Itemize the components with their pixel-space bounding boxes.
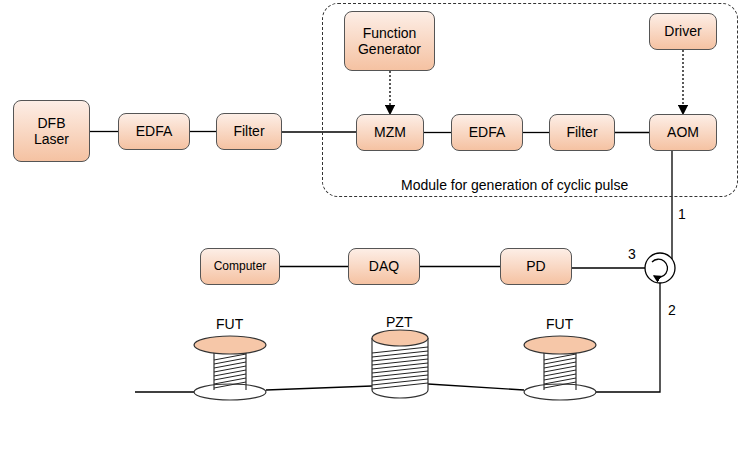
device-box: DAQ bbox=[348, 248, 420, 285]
fiber-link bbox=[282, 131, 356, 132]
box-label: DFB Laser bbox=[20, 115, 83, 147]
fiber-line bbox=[596, 283, 660, 392]
fiber bbox=[135, 150, 672, 392]
device-box: AOM bbox=[649, 114, 717, 151]
spool-flange bbox=[194, 384, 266, 400]
fiber-link bbox=[615, 132, 649, 133]
fut-spool bbox=[524, 336, 596, 400]
pzt-cylinder bbox=[372, 330, 428, 398]
fiber-link bbox=[190, 131, 216, 132]
spool-flange bbox=[194, 336, 266, 354]
device-box: Filter bbox=[549, 114, 615, 151]
cylinder-top bbox=[372, 330, 428, 346]
device-box: PD bbox=[500, 248, 572, 285]
control-signal bbox=[682, 50, 683, 114]
device-box: EDFA bbox=[451, 114, 523, 151]
box-label: PD bbox=[526, 258, 545, 274]
fiber-link bbox=[424, 132, 451, 133]
box-label: Computer bbox=[214, 260, 267, 274]
winding bbox=[372, 383, 428, 389]
circulator bbox=[645, 253, 675, 283]
module-caption: Module for generation of cyclic pulse bbox=[401, 177, 628, 193]
fiber-line bbox=[671, 150, 672, 259]
fiber-link bbox=[280, 266, 348, 267]
fiber-line bbox=[428, 384, 524, 390]
device-box: Filter bbox=[216, 113, 282, 150]
device-box: MZM bbox=[356, 114, 424, 151]
module-region: Module for generation of cyclic pulse Fun… bbox=[322, 3, 738, 197]
fiber-link bbox=[90, 131, 118, 132]
box-label: DAQ bbox=[369, 258, 399, 274]
fiber-line bbox=[266, 386, 372, 390]
component-label: FUT bbox=[216, 316, 243, 332]
cylinder-side bbox=[427, 338, 428, 390]
device-box: EDFA bbox=[118, 113, 190, 150]
box-label: MZM bbox=[374, 124, 406, 140]
port-number: 2 bbox=[668, 302, 676, 318]
device-box: Function Generator bbox=[344, 11, 435, 71]
winding bbox=[214, 382, 246, 388]
box-label: Filter bbox=[566, 124, 597, 140]
box-label: Driver bbox=[664, 23, 701, 39]
fiber-line bbox=[135, 391, 194, 392]
component-label: PZT bbox=[386, 314, 412, 330]
device-box: Driver bbox=[649, 13, 717, 50]
fiber-link bbox=[523, 132, 549, 133]
box-label: Filter bbox=[233, 123, 264, 139]
spool-flange bbox=[524, 384, 596, 400]
cylinder-bottom bbox=[372, 390, 428, 398]
fiber-line bbox=[572, 267, 645, 268]
device-box: Computer bbox=[200, 248, 280, 285]
fiber-link bbox=[420, 266, 500, 267]
winding bbox=[544, 382, 576, 388]
control-signal bbox=[389, 71, 390, 114]
port-number: 1 bbox=[678, 206, 686, 222]
cylinder-side bbox=[371, 338, 372, 390]
box-label: EDFA bbox=[469, 124, 506, 140]
circulator-arrow bbox=[652, 259, 668, 277]
box-label: AOM bbox=[667, 124, 699, 140]
device-box: DFB Laser bbox=[13, 100, 90, 162]
box-label: Function Generator bbox=[351, 25, 428, 57]
component-label: FUT bbox=[546, 316, 573, 332]
circulator-circle bbox=[645, 253, 675, 283]
box-label: EDFA bbox=[136, 123, 173, 139]
windings bbox=[214, 347, 576, 389]
port-number: 3 bbox=[628, 246, 636, 262]
fut-spool bbox=[194, 336, 266, 400]
spool-flange bbox=[524, 336, 596, 354]
